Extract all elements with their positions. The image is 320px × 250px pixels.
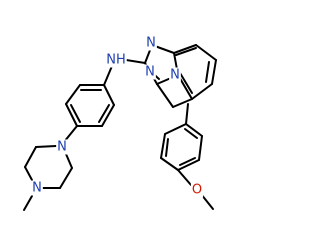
bond bbox=[175, 47, 197, 56]
bond bbox=[185, 123, 203, 137]
bond bbox=[35, 145, 57, 148]
bond bbox=[172, 98, 193, 108]
bond bbox=[103, 84, 115, 106]
bond bbox=[177, 169, 192, 186]
bond bbox=[177, 159, 200, 171]
bond bbox=[211, 59, 217, 85]
atom-label-backgrounds bbox=[31, 35, 204, 198]
bond bbox=[125, 59, 146, 64]
atom-label-background bbox=[145, 35, 157, 51]
atom-label-piperazine-n-top: N bbox=[57, 140, 67, 155]
bond bbox=[184, 128, 198, 139]
bond bbox=[98, 104, 110, 123]
bond bbox=[101, 104, 115, 127]
atom-label-background bbox=[56, 139, 68, 155]
molecule-structure: NH N N N N N O bbox=[23, 35, 217, 211]
bond bbox=[160, 157, 179, 171]
bond bbox=[63, 125, 78, 143]
bond bbox=[198, 135, 203, 161]
bond bbox=[65, 84, 81, 105]
bond bbox=[173, 44, 197, 54]
molecule-figure: NH N N N N N O bbox=[23, 35, 217, 211]
bond bbox=[59, 167, 73, 189]
bond bbox=[164, 123, 187, 135]
atom-label-bridgehead-n: N bbox=[170, 68, 180, 83]
bond bbox=[24, 146, 37, 168]
bond bbox=[179, 157, 196, 166]
bonds bbox=[23, 44, 217, 211]
atom-label-background bbox=[31, 180, 43, 196]
atom-label-background bbox=[105, 52, 127, 68]
atom-label-background bbox=[144, 64, 156, 80]
bond bbox=[179, 72, 193, 94]
bond bbox=[24, 166, 33, 181]
atom-label-background bbox=[190, 182, 204, 198]
bond bbox=[205, 61, 210, 83]
atom-labels: NH N N N N N O bbox=[32, 36, 202, 198]
bond bbox=[191, 83, 213, 100]
bond bbox=[65, 103, 78, 127]
bond bbox=[23, 195, 33, 211]
bond bbox=[165, 138, 169, 157]
atom-label-triazole-n-top: N bbox=[146, 36, 156, 51]
atom-label-triazole-n-bottom: N bbox=[145, 65, 155, 80]
bond bbox=[103, 65, 113, 86]
atom-label-methoxy-o: O bbox=[192, 183, 202, 198]
bond bbox=[70, 104, 81, 123]
bond bbox=[65, 153, 73, 169]
bond bbox=[156, 83, 174, 108]
atom-label-background bbox=[169, 67, 181, 83]
bond bbox=[160, 133, 166, 159]
bond bbox=[195, 44, 217, 61]
atom-label-piperazine-n-bottom: N bbox=[32, 181, 42, 196]
atom-label-nh: NH bbox=[106, 53, 126, 68]
bond bbox=[185, 103, 189, 125]
